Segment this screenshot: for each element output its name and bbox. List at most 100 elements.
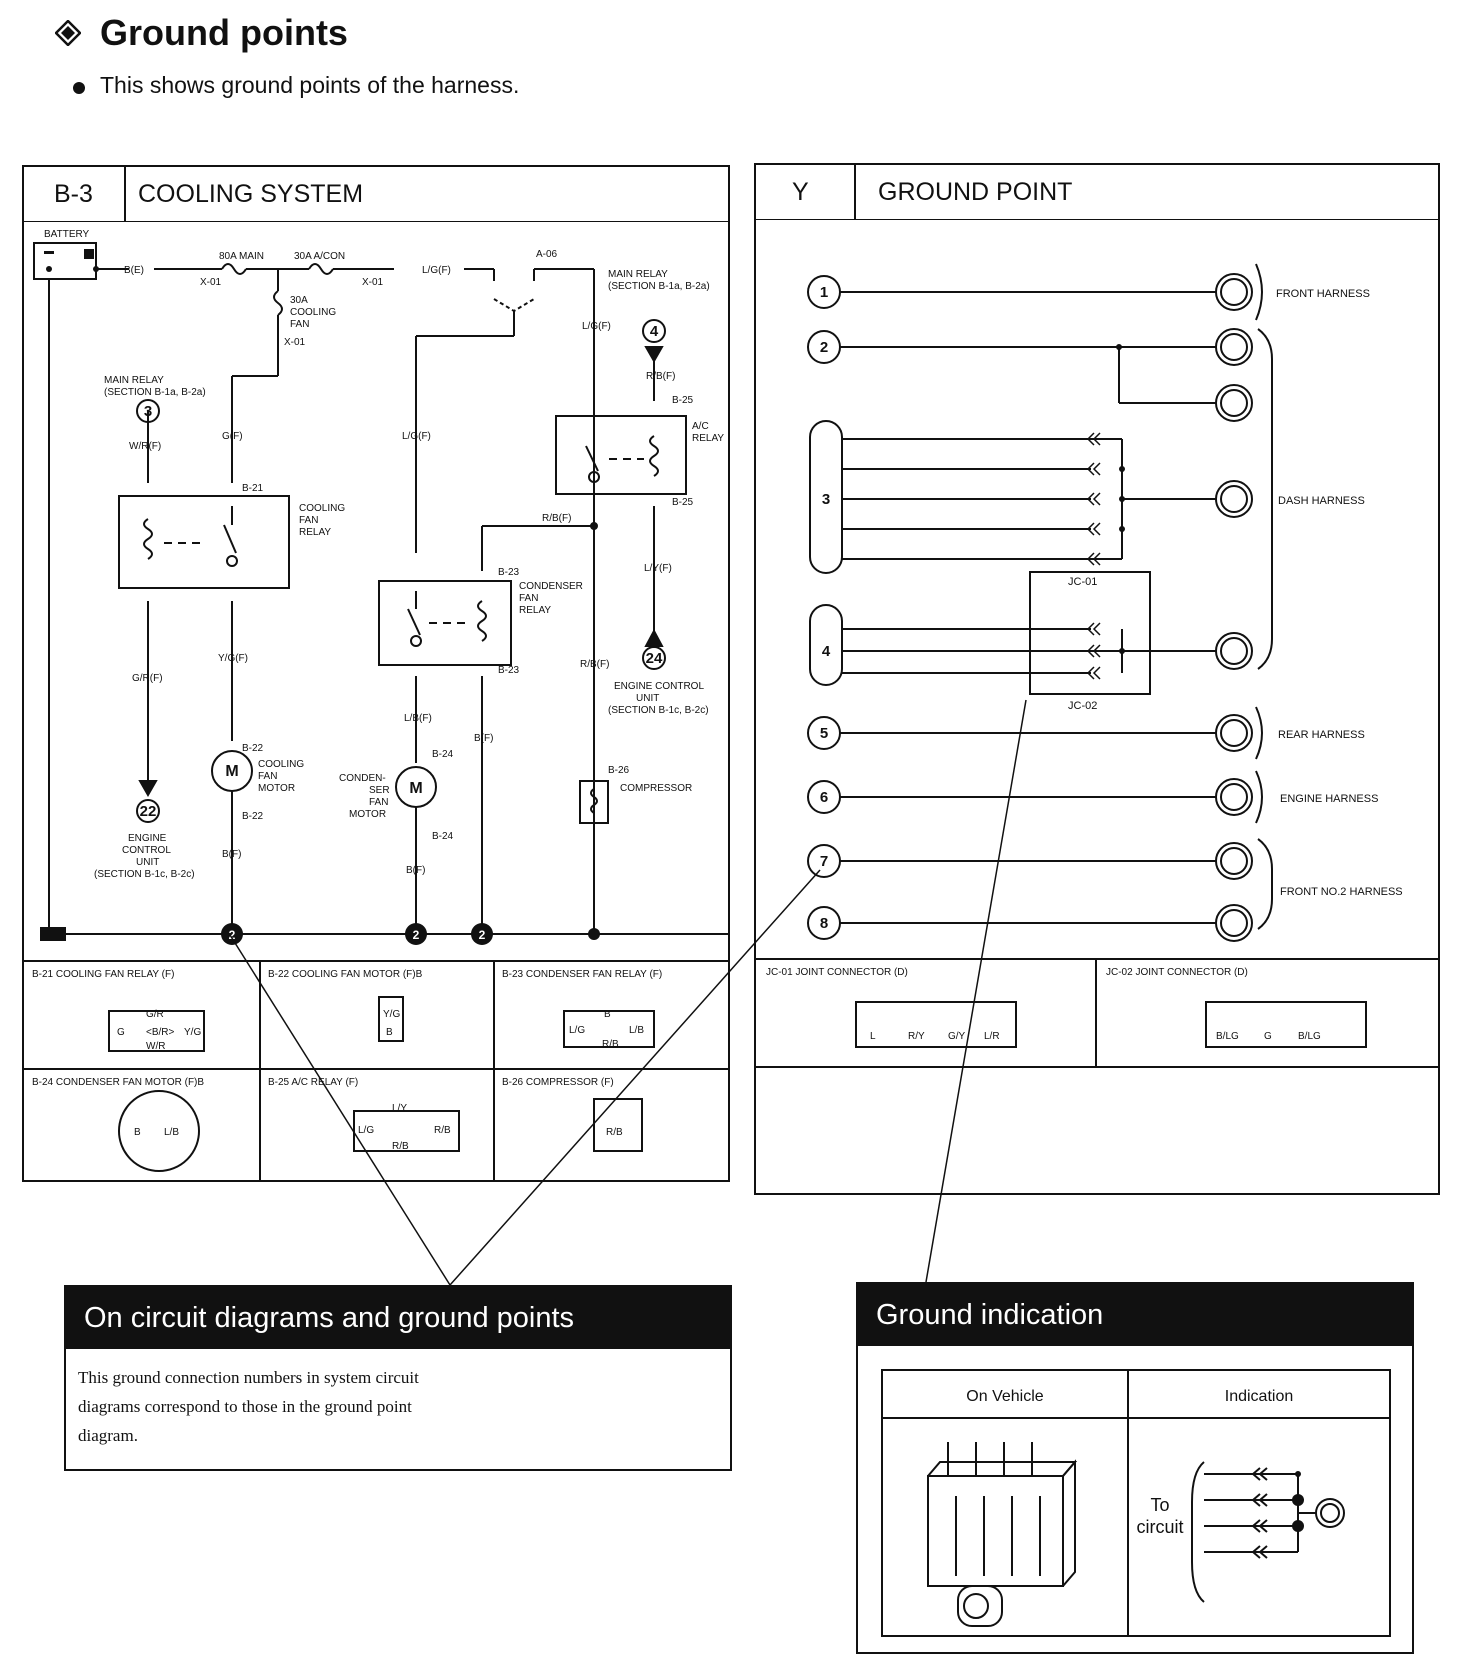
svg-text:G: G	[1264, 1031, 1272, 1042]
svg-text:(SECTION B-1a, B-2a): (SECTION B-1a, B-2a)	[608, 281, 710, 292]
svg-text:B(F): B(F)	[474, 733, 493, 744]
harness-label: ENGINE HARNESS	[1280, 793, 1378, 805]
svg-text:circuit: circuit	[1136, 1517, 1183, 1537]
svg-text:To: To	[1150, 1495, 1169, 1515]
svg-text:<B/R>: <B/R>	[146, 1027, 175, 1038]
svg-text:L: L	[870, 1031, 876, 1042]
connector-b22-title: B-22 COOLING FAN MOTOR (F)B	[268, 969, 423, 980]
svg-text:(SECTION B-1c, B-2c): (SECTION B-1c, B-2c)	[608, 705, 709, 716]
svg-text:L/B: L/B	[164, 1127, 179, 1138]
svg-text:B-25: B-25	[672, 395, 694, 406]
svg-text:L/G(F): L/G(F)	[402, 431, 431, 442]
svg-text:G/R(F): G/R(F)	[132, 673, 163, 684]
connector-jc01-title: JC-01 JOINT CONNECTOR (D)	[766, 967, 908, 978]
ground-number-8: 8	[820, 915, 828, 932]
svg-text:CONDENSER: CONDENSER	[519, 581, 583, 592]
svg-text:2: 2	[479, 928, 486, 942]
page-title: Ground points	[100, 12, 348, 53]
ground-number-7: 7	[820, 853, 828, 870]
harness-label: REAR HARNESS	[1278, 729, 1365, 741]
svg-text:FAN: FAN	[258, 771, 277, 782]
svg-text:L/B: L/B	[629, 1025, 644, 1036]
ground-number-1: 1	[820, 284, 828, 301]
svg-text:MOTOR: MOTOR	[349, 809, 386, 820]
connector-b26-title: B-26 COMPRESSOR (F)	[502, 1077, 614, 1088]
svg-text:Y/G(F): Y/G(F)	[218, 653, 248, 664]
svg-text:G/Y: G/Y	[948, 1031, 966, 1042]
battery-label: BATTERY	[44, 229, 90, 240]
svg-text:R/Y: R/Y	[908, 1031, 925, 1042]
svg-text:W/R: W/R	[146, 1041, 165, 1052]
svg-text:30A A/CON: 30A A/CON	[294, 251, 345, 262]
circuit-ground-callout: On circuit diagrams and ground points Th…	[64, 1285, 732, 1471]
svg-text:G(F): G(F)	[222, 431, 243, 442]
connector-jc02-title: JC-02 JOINT CONNECTOR (D)	[1106, 967, 1248, 978]
svg-text:R/B: R/B	[434, 1125, 451, 1136]
harness-label: DASH HARNESS	[1278, 495, 1365, 507]
svg-text:2: 2	[413, 928, 420, 942]
ground-number-3: 3	[822, 491, 830, 508]
svg-text:L/Y: L/Y	[392, 1103, 407, 1114]
connector-b25-title: B-25 A/C RELAY (F)	[268, 1077, 358, 1088]
panel-code: B-3	[54, 180, 93, 208]
svg-text:L/G: L/G	[358, 1125, 374, 1136]
svg-text:R/B: R/B	[602, 1039, 619, 1050]
panel-code: Y	[792, 178, 809, 206]
svg-text:FAN: FAN	[290, 319, 309, 330]
svg-text:80A MAIN: 80A MAIN	[219, 251, 264, 262]
svg-text:B-22: B-22	[242, 811, 264, 822]
svg-text:B-23: B-23	[498, 567, 520, 578]
connector-b23-title: B-23 CONDENSER FAN RELAY (F)	[502, 969, 662, 980]
svg-text:24: 24	[646, 650, 663, 667]
svg-text:G/R: G/R	[146, 1009, 164, 1020]
cooling-system-panel: B-3 COOLING SYSTEM	[22, 165, 730, 1182]
callout-title: On circuit diagrams and ground points	[66, 1287, 730, 1349]
svg-text:L/B(F): L/B(F)	[404, 713, 432, 724]
svg-text:M: M	[225, 763, 238, 780]
page-subtitle: This shows ground points of the harness.	[100, 72, 520, 98]
svg-text:CONDEN-: CONDEN-	[339, 773, 386, 784]
ground-number-5: 5	[820, 725, 828, 742]
svg-text:RELAY: RELAY	[299, 527, 331, 538]
svg-text:M: M	[409, 780, 422, 797]
column-header-on-vehicle: On Vehicle	[966, 1388, 1043, 1405]
svg-text:W/R(F): W/R(F)	[129, 441, 161, 452]
column-header-indication: Indication	[1225, 1388, 1294, 1405]
ground-point-diagram: 1 2 3 4 5 6 7 8 FRONT HARNESS DASH HARNE…	[756, 219, 1438, 1068]
svg-text:B-24: B-24	[432, 749, 454, 760]
svg-text:CONTROL: CONTROL	[122, 845, 171, 856]
svg-text:Y/G: Y/G	[184, 1027, 201, 1038]
svg-text:(SECTION B-1c, B-2c): (SECTION B-1c, B-2c)	[94, 869, 195, 880]
harness-label: FRONT NO.2 HARNESS	[1280, 886, 1403, 898]
svg-text:B-26: B-26	[608, 765, 630, 776]
svg-text:B(F): B(F)	[222, 849, 241, 860]
svg-text:Y/G: Y/G	[383, 1009, 400, 1020]
svg-text:RELAY: RELAY	[692, 433, 724, 444]
svg-text:B-22: B-22	[242, 743, 264, 754]
panel-title: COOLING SYSTEM	[138, 180, 364, 208]
svg-text:L/R: L/R	[984, 1031, 1000, 1042]
svg-text:4: 4	[650, 323, 659, 340]
svg-text:X-01: X-01	[284, 337, 306, 348]
cooling-system-circuit-diagram: BATTERY B(E) 80A MAIN 30A A/CON X-01 X-0…	[24, 221, 728, 1181]
bullet-icon	[73, 82, 85, 94]
svg-text:B-24: B-24	[432, 831, 454, 842]
connector-b24-title: B-24 CONDENSER FAN MOTOR (F)B	[32, 1077, 204, 1088]
svg-text:R/B(F): R/B(F)	[542, 513, 571, 524]
svg-text:B/LG: B/LG	[1216, 1031, 1239, 1042]
svg-text:A/C: A/C	[692, 421, 709, 432]
ground-number-2: 2	[820, 339, 828, 356]
svg-text:L/G: L/G	[569, 1025, 585, 1036]
svg-text:FAN: FAN	[299, 515, 318, 526]
svg-text:JC-02: JC-02	[1068, 700, 1097, 712]
ground-point-panel: Y GROUND POINT	[754, 163, 1440, 1195]
svg-text:B: B	[604, 1009, 611, 1020]
svg-text:R/B(F): R/B(F)	[580, 659, 609, 670]
connector-b21-title: B-21 COOLING FAN RELAY (F)	[32, 969, 174, 980]
svg-text:30A: 30A	[290, 295, 308, 306]
ground-indication-callout: Ground indication	[856, 1282, 1414, 1654]
ground-number-6: 6	[820, 789, 828, 806]
svg-text:MOTOR: MOTOR	[258, 783, 295, 794]
svg-text:X-01: X-01	[200, 277, 222, 288]
